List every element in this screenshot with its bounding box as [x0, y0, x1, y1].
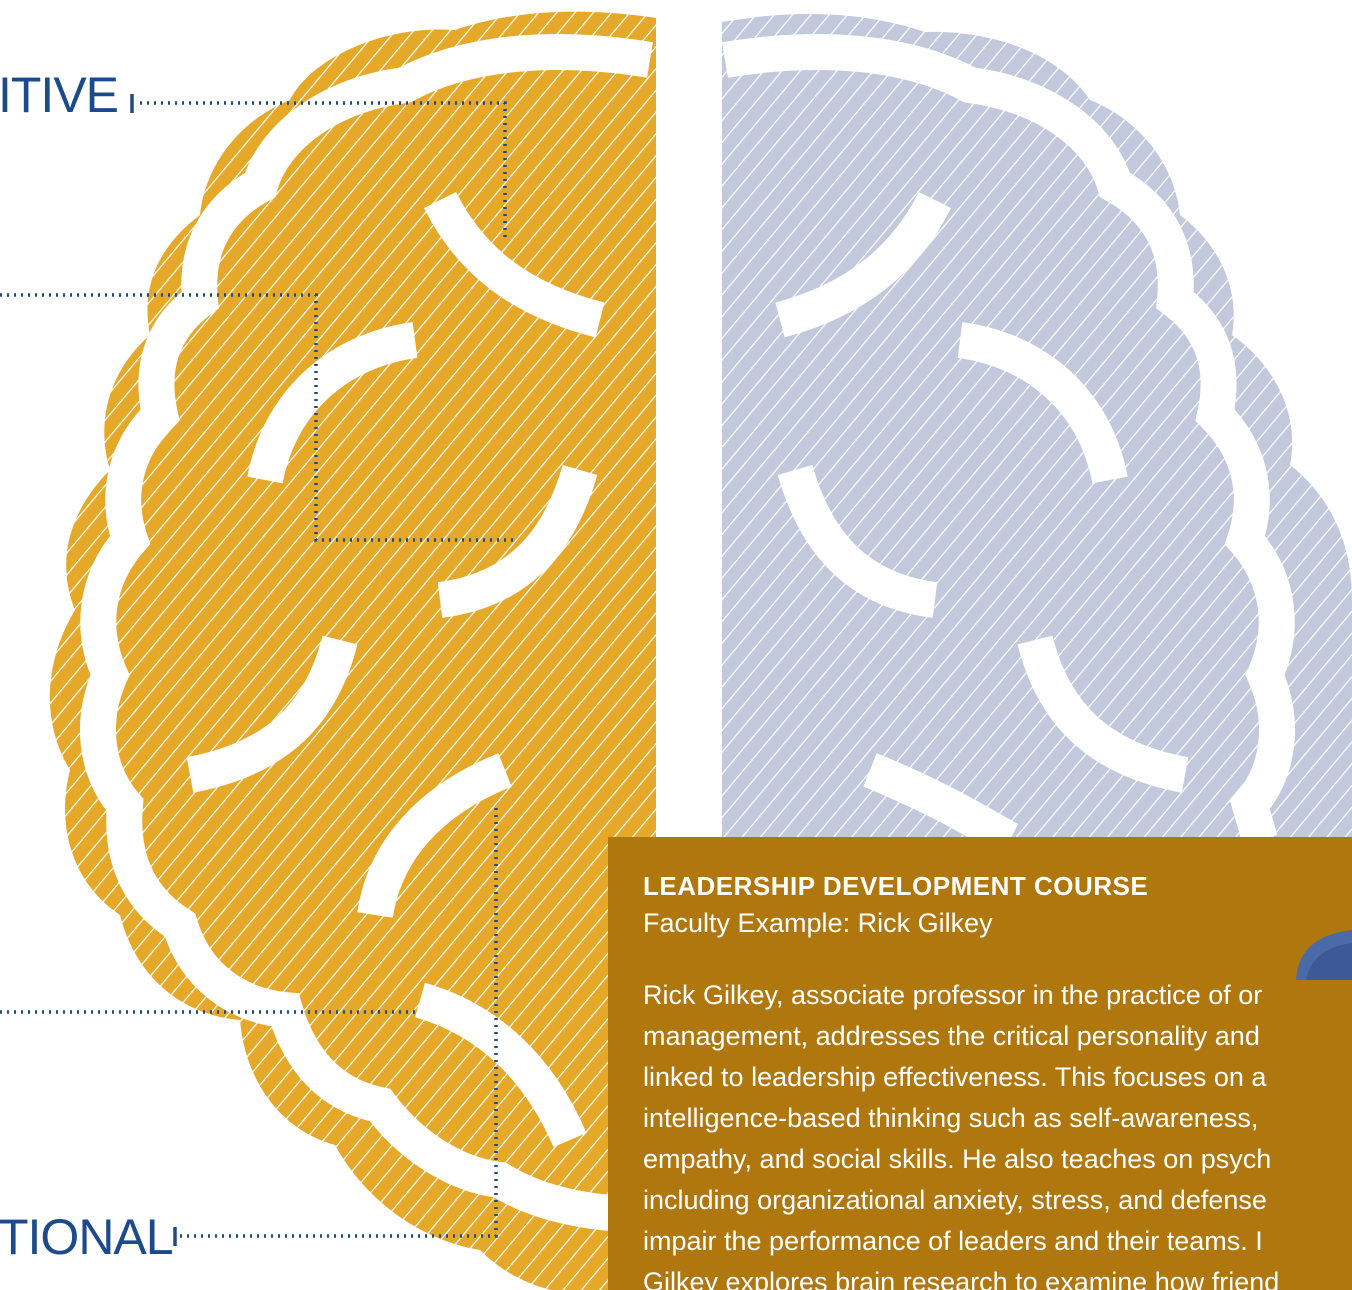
course-title: LEADERSHIP DEVELOPMENT COURSE: [643, 871, 1149, 901]
description-line: including organizational anxiety, stress…: [643, 1185, 1267, 1215]
cognitive-label: ITIVE: [0, 67, 119, 123]
right-folds: [722, 34, 1295, 857]
description-line: impair the performance of leaders and th…: [643, 1226, 1263, 1256]
faculty-subtitle: Faculty Example: Rick Gilkey: [643, 908, 993, 938]
course-info-box: LEADERSHIP DEVELOPMENT COURSE Faculty Ex…: [608, 837, 1352, 1290]
left-folds: [80, 34, 656, 1233]
description-line: empathy, and social skills. He also teac…: [643, 1144, 1272, 1174]
faculty-photo: [1296, 890, 1352, 980]
description-line: Rick Gilkey, associate professor in the …: [643, 980, 1263, 1010]
right-hemisphere: [722, 13, 1352, 841]
description-line: management, addresses the critical perso…: [643, 1021, 1260, 1051]
course-description: Rick Gilkey, associate professor in the …: [643, 975, 1352, 1290]
connector-lines: [0, 101, 515, 1238]
connector-ticks: [130, 94, 177, 1246]
description-line: linked to leadership effectiveness. This…: [643, 1062, 1267, 1092]
description-line: Gilkey explores brain research to examin…: [643, 1267, 1280, 1290]
description-line: intelligence-based thinking such as self…: [643, 1103, 1259, 1133]
emotional-label: TIONAL: [0, 1209, 174, 1265]
